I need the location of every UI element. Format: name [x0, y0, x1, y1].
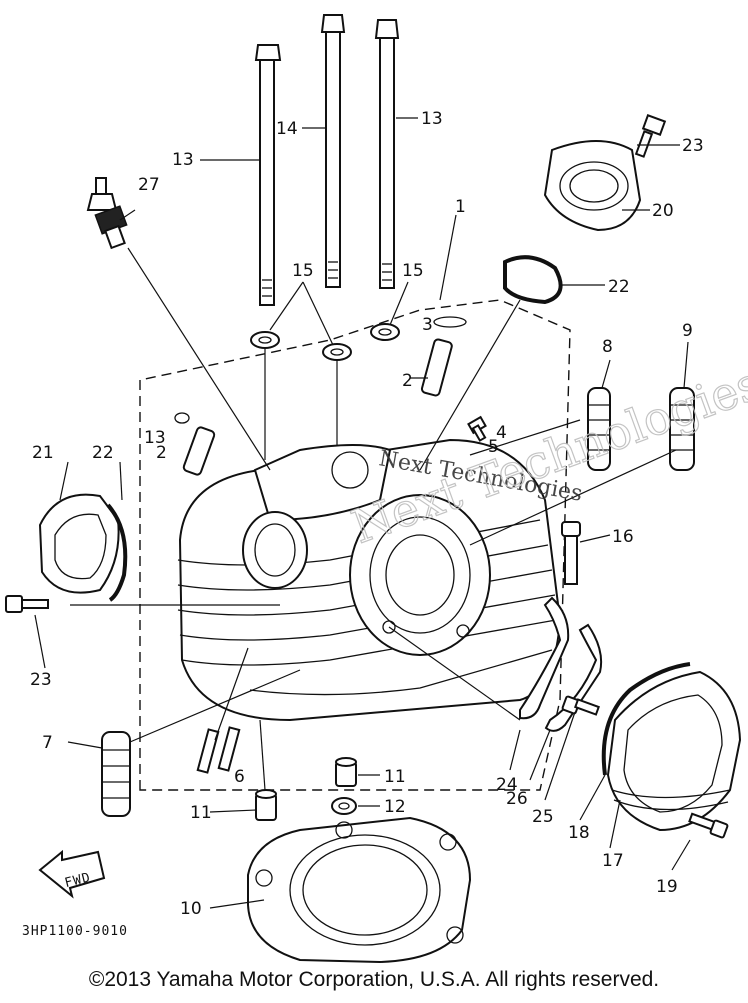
o-ring-left — [106, 503, 128, 602]
bolt-23-left — [5, 595, 49, 613]
callout-8: 8 — [602, 337, 613, 357]
callout-13-bolt-right: 13 — [421, 109, 443, 129]
fwd-arrow-icon: FWD — [38, 849, 106, 899]
callout-17: 17 — [602, 851, 624, 871]
callout-22-upper: 22 — [608, 277, 630, 297]
callout-1: 1 — [455, 197, 466, 217]
dowel-pin-6a — [196, 728, 220, 774]
callout-15-right: 15 — [402, 261, 424, 281]
side-cover-gasket — [601, 662, 691, 776]
head-bolt-left — [254, 44, 282, 306]
copyright-notice: ©2013 Yamaha Motor Corporation, U.S.A. A… — [88, 968, 660, 991]
tappet-cover-left — [38, 493, 120, 594]
cylinder-head — [177, 438, 562, 722]
callout-10: 10 — [180, 899, 202, 919]
callout-2b: 2 — [156, 443, 167, 463]
diagram-code: 3HP1100-9010 — [22, 924, 128, 939]
o-ring-upper — [503, 255, 563, 305]
callout-16: 16 — [612, 527, 634, 547]
damper-7 — [101, 731, 131, 817]
dowel-11-right — [335, 757, 357, 787]
callout-18: 18 — [568, 823, 590, 843]
callout-22-left: 22 — [92, 443, 114, 463]
spark-plug — [86, 177, 128, 250]
callout-19: 19 — [656, 877, 678, 897]
intake-joint — [543, 140, 642, 232]
bolt-23-upper — [634, 114, 667, 158]
washer-right — [370, 323, 400, 341]
callout-3a: 3 — [422, 315, 433, 335]
callout-11-left: 11 — [190, 803, 212, 823]
callout-12: 12 — [384, 797, 406, 817]
callout-25: 25 — [532, 807, 554, 827]
valve-guide-upper — [420, 338, 453, 397]
washer-left — [250, 331, 280, 349]
callout-23-left: 23 — [30, 670, 52, 690]
callout-26: 26 — [506, 789, 528, 809]
head-bolt-right — [374, 19, 400, 289]
cylinder-head-exploded-diagram: FWD 3HP1100-9010 Next Technologies Next … — [5, 14, 748, 964]
bolt-16 — [561, 521, 581, 585]
circlip-left — [174, 412, 190, 424]
damper-9 — [669, 387, 695, 471]
callout-4: 4 — [496, 423, 507, 443]
callout-15-left: 15 — [292, 261, 314, 281]
circlip-upper — [433, 316, 467, 328]
damper-8 — [587, 387, 611, 471]
callout-23-upper: 23 — [682, 136, 704, 156]
bolt-25 — [561, 695, 600, 716]
seal-12 — [331, 797, 357, 815]
callout-labels: 1 2 2 3 13 4 5 6 7 8 9 10 11 11 12 13 13… — [30, 109, 704, 919]
callout-24: 24 — [496, 775, 518, 795]
head-gasket — [247, 816, 472, 964]
callout-13-left: 13 — [144, 428, 166, 448]
callout-2a: 2 — [402, 371, 413, 391]
valve-guide-left — [182, 426, 216, 476]
callout-27: 27 — [138, 175, 160, 195]
bolt-19 — [688, 812, 729, 839]
callout-13-bolt-left: 13 — [172, 150, 194, 170]
small-bolt-4 — [467, 415, 487, 442]
plate-24 — [519, 596, 570, 720]
washer-center — [322, 343, 352, 361]
dowel-pin-6b — [217, 726, 241, 772]
callout-20: 20 — [652, 201, 674, 221]
callout-7: 7 — [42, 733, 53, 753]
leader-lines — [34, 117, 691, 909]
head-bolt-center — [320, 14, 346, 288]
callout-5: 5 — [488, 437, 499, 457]
callout-21: 21 — [32, 443, 54, 463]
callout-11-right: 11 — [384, 767, 406, 787]
callout-6: 6 — [234, 767, 245, 787]
side-cover — [606, 670, 742, 832]
fwd-label: FWD — [63, 870, 92, 891]
callout-9: 9 — [682, 321, 693, 341]
dowel-11-left — [255, 789, 277, 821]
assembly-boundary-dashed — [139, 299, 571, 791]
callout-14: 14 — [276, 119, 298, 139]
